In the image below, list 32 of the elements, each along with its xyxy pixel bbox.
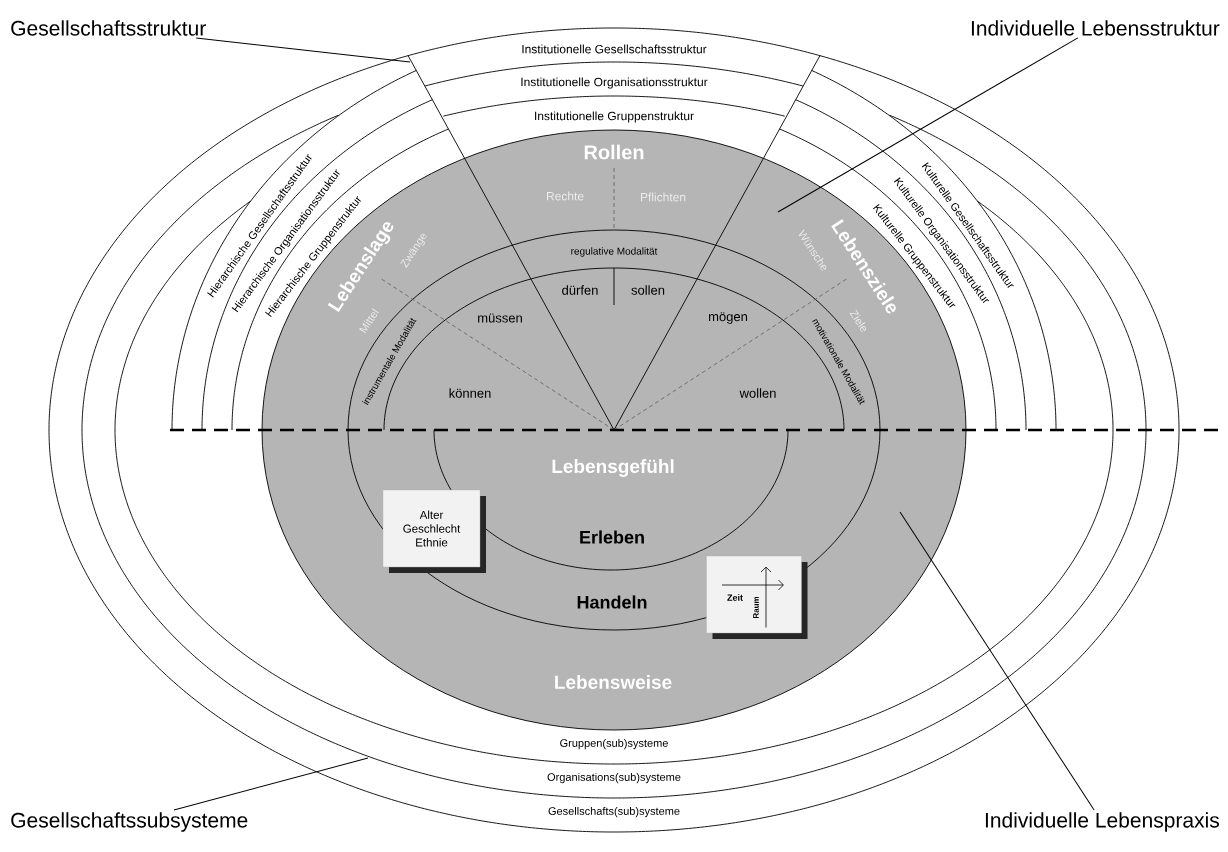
- leader-line: [899, 511, 1095, 811]
- ring-label: Organisations(sub)systeme: [547, 772, 681, 784]
- term-label: dürfen: [562, 285, 598, 295]
- leader-line: [777, 37, 1079, 213]
- sector-heading: Lebensgefühl: [552, 459, 674, 477]
- term-label: Rechte: [547, 191, 584, 201]
- info-box: Alter Geschlecht Ethnie: [382, 489, 486, 573]
- callout-text: Individuelle Lebensstruktur: [971, 20, 1220, 36]
- ring-label: Institutionelle Organisationsstruktur: [521, 77, 708, 89]
- ring-label: Institutionelle Gesellschaftsstruktur: [522, 44, 707, 54]
- term-label: mögen: [709, 312, 748, 324]
- term-label: Pflichten: [641, 192, 686, 202]
- ring-label: Institutionelle Gruppenstruktur: [535, 111, 694, 123]
- info-box: [706, 555, 808, 639]
- ring-label: regulative Modalität: [571, 247, 658, 257]
- sector-heading: Lebensweise: [555, 675, 672, 689]
- callout-text: Individuelle Lebenspraxis: [985, 812, 1219, 832]
- ring-label: Gruppen(sub)systeme: [560, 738, 668, 750]
- sector-heading: Handeln: [577, 595, 647, 609]
- callout-text: Gesellschaftsstruktur: [11, 20, 206, 36]
- term-label: sollen: [631, 285, 665, 295]
- term-label: wollen: [739, 388, 776, 398]
- axis-label: Zeit: [727, 594, 743, 601]
- ring-label: Gesellschafts(sub)systeme: [548, 806, 680, 818]
- axis-label: Raum: [753, 596, 759, 619]
- callout-text: Gesellschaftssubsysteme: [11, 812, 248, 832]
- sector-heading: Erleben: [580, 530, 644, 544]
- leader-line: [173, 757, 369, 811]
- sector-heading: Rollen: [584, 144, 644, 160]
- term-label: können: [449, 388, 491, 398]
- leader-line: [195, 37, 411, 63]
- term-label: müssen: [478, 313, 522, 323]
